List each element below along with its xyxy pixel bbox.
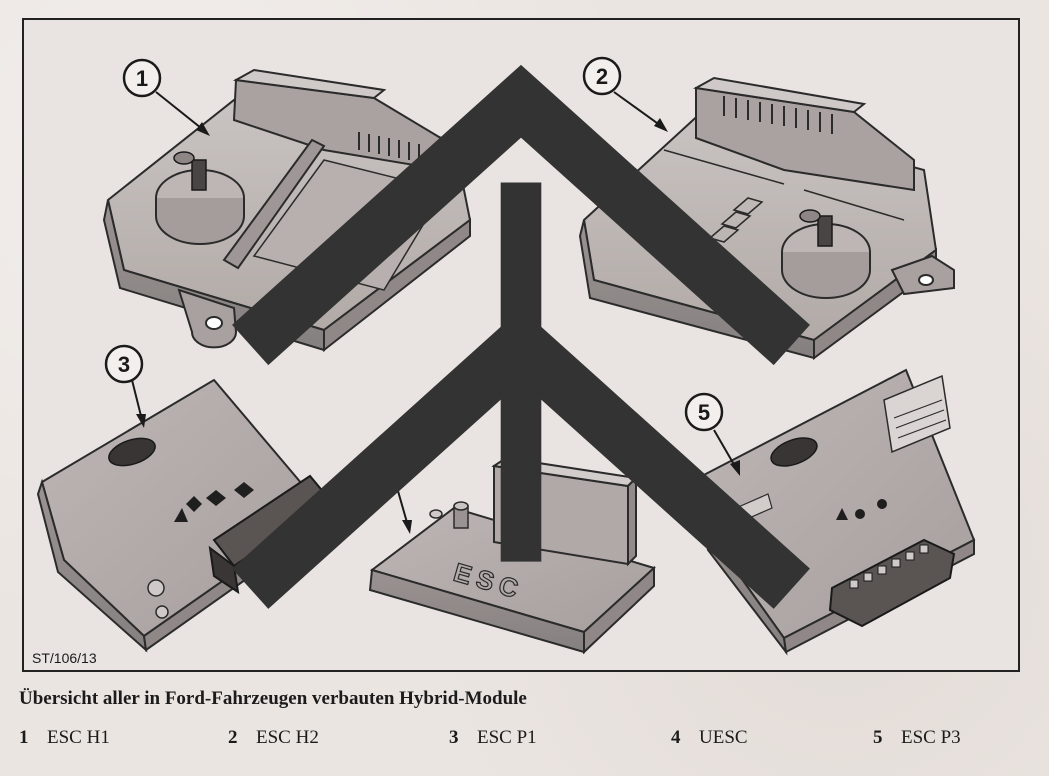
callout-2: 2 xyxy=(582,56,668,132)
double-chevron-up-mark-icon xyxy=(232,64,810,609)
legend-label: ESC H2 xyxy=(256,727,319,748)
callout-1: 1 xyxy=(122,58,210,136)
callout-5: 5 xyxy=(684,392,740,476)
module-legend: 1 ESC H1 2 ESC H2 3 ESC P1 4 UESC 5 ESC P3 xyxy=(0,727,1049,757)
hybrid-modules-illustration: ESC xyxy=(36,56,976,656)
legend-label: ESC P1 xyxy=(477,727,537,748)
figure-reference: ST/106/13 xyxy=(32,650,97,666)
legend-item: 5 ESC P3 xyxy=(873,727,961,749)
callout-number: 2 xyxy=(596,64,608,89)
legend-item: 4 UESC xyxy=(671,727,748,749)
module-esc-h2 xyxy=(578,76,955,360)
legend-number: 5 xyxy=(873,727,883,748)
legend-number: 3 xyxy=(449,727,459,748)
legend-number: 4 xyxy=(671,727,681,748)
legend-number: 1 xyxy=(19,727,29,748)
module-esc-h1 xyxy=(102,68,472,353)
legend-label: ESC H1 xyxy=(47,727,110,748)
legend-label: UESC xyxy=(699,727,748,748)
figure-frame: ESC xyxy=(22,18,1020,672)
legend-item: 2 ESC H2 xyxy=(228,727,319,749)
legend-item: 1 ESC H1 xyxy=(19,727,110,749)
legend-label: ESC P3 xyxy=(901,727,961,748)
legend-item: 3 ESC P1 xyxy=(449,727,537,749)
callout-number: 5 xyxy=(698,400,710,425)
figure-caption: Übersicht aller in Ford-Fahrzeugen verba… xyxy=(19,688,527,709)
legend-number: 2 xyxy=(228,727,238,748)
callout-3: 3 xyxy=(104,344,146,428)
callout-number: 3 xyxy=(118,352,130,377)
callout-number: 1 xyxy=(136,66,148,91)
